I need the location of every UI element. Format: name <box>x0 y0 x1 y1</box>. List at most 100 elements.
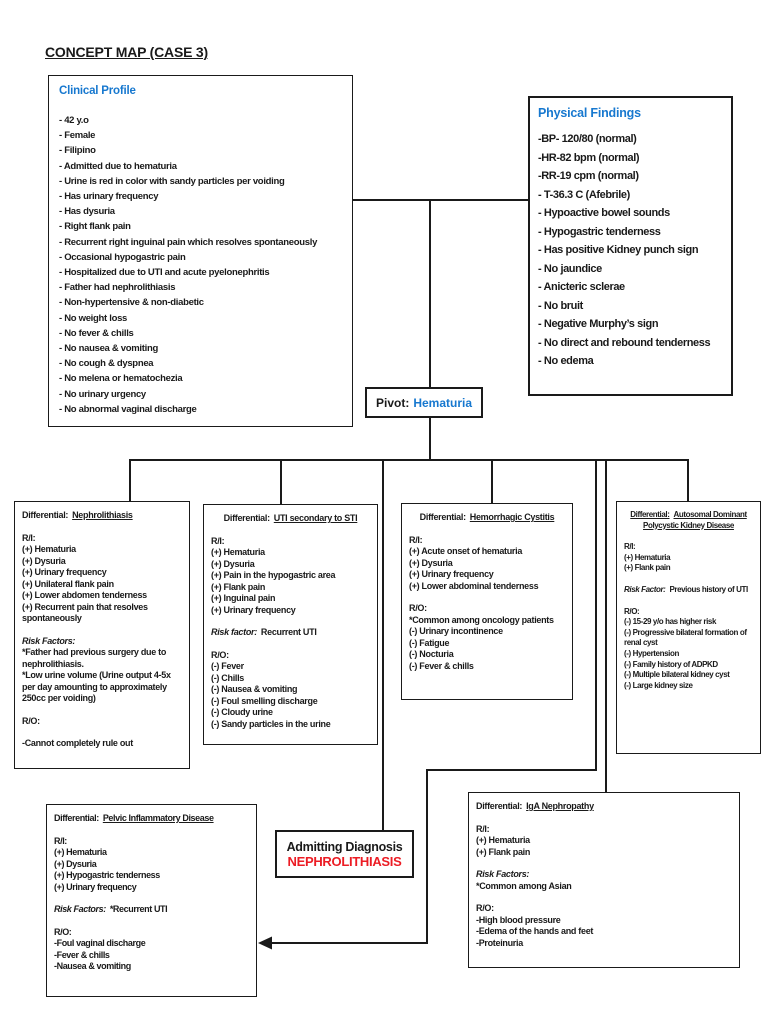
rule-out-label: R/O: <box>476 903 494 913</box>
rule-in-list: (+) Hematuria(+) Dysuria(+) Urinary freq… <box>22 544 182 625</box>
differential-label: Differential: <box>223 513 270 523</box>
list-item: - Female <box>59 130 96 142</box>
list-item: - 42 y.o <box>59 115 89 126</box>
differential-name: UTI secondary to STI <box>273 513 358 523</box>
arrow-to-pid-icon <box>258 936 272 950</box>
pivot-box: Pivot: Hematuria <box>365 387 483 418</box>
list-item: -Edema of the hands and feet <box>476 926 594 936</box>
list-item: (+) Urinary frequency <box>409 569 494 579</box>
list-item: (-) Cloudy urine <box>211 707 273 717</box>
list-item: (+) Flank pain <box>476 846 531 857</box>
rule-in-label: R/I: <box>409 534 423 545</box>
rule-out-label: R/O: <box>211 649 229 660</box>
list-item: (+) Recurrent pain that resolves spontan… <box>22 601 150 624</box>
list-item: (+) Hematuria <box>211 547 265 557</box>
differential-label: Differential: <box>22 510 69 520</box>
list-item: - Has positive Kidney punch sign <box>538 244 699 256</box>
differential-label: Differential: <box>54 813 99 823</box>
risk-factors-label: Risk Factors: <box>476 869 530 879</box>
rule-out-label: R/O: <box>409 603 427 613</box>
list-item: (-) Large kidney size <box>624 680 693 690</box>
list-item: - No fever & chills <box>59 327 134 339</box>
differential-box-nephrolithiasis: Differential:Nephrolithiasis R/I: (+) He… <box>14 501 190 769</box>
list-item: (+) Unilateral flank pain <box>22 578 114 589</box>
list-item: (+) Flank pain <box>624 563 671 573</box>
list-item: - No weight loss <box>59 312 128 324</box>
clinical-profile-title: Clinical Profile <box>59 85 136 97</box>
differential-title: Differential:Autosomal Dominant Polycyst… <box>624 510 753 531</box>
list-item: - T-36.3 C (Afebrile) <box>538 188 630 201</box>
rule-in-label: R/I: <box>476 823 490 834</box>
list-item: (-) Progressive bilateral formation of r… <box>624 627 749 648</box>
physical-findings-title: Physical Findings <box>538 106 641 120</box>
differential-title: Differential:UTI secondary to STI <box>211 513 370 525</box>
risk-factor-line: Risk factor:Recurrent UTI <box>211 627 370 639</box>
differential-title: Differential:Pelvic Inflammatory Disease <box>54 813 249 825</box>
list-item: - Anicteric sclerae <box>538 281 625 293</box>
list-item: (-) Sandy particles in the urine <box>211 718 331 729</box>
list-item: - Hypogastric tenderness <box>538 225 661 238</box>
list-item: - Negative Murphy’s sign <box>538 318 659 330</box>
list-item: (+) Dysuria <box>409 557 453 568</box>
list-item: *Common among oncology patients <box>409 614 554 625</box>
differential-name: Autosomal Dominant Polycystic Kidney Dis… <box>643 510 747 530</box>
list-item: (+) Hematuria <box>624 552 671 562</box>
rule-in-label: R/I: <box>22 532 36 543</box>
rule-in-list: (+) Acute onset of hematuria(+) Dysuria(… <box>409 546 565 592</box>
differential-box-uti-sti: Differential:UTI secondary to STI R/I: (… <box>203 504 378 745</box>
rule-out-list: (-) Fever(-) Chills(-) Nausea & vomiting… <box>211 661 370 730</box>
list-item: (+) Urinary frequency <box>211 604 296 615</box>
list-item: - No nausea & vomiting <box>59 343 158 355</box>
list-item: -RR-19 cpm (normal) <box>538 170 639 182</box>
list-item: - No urinary urgency <box>59 388 146 400</box>
list-item: - Admitted due to hematuria <box>59 160 177 172</box>
differential-box-iga-nephropathy: Differential:IgA Nephropathy R/I: (+) He… <box>468 792 740 968</box>
rule-in-label: R/I: <box>211 535 225 546</box>
list-item: (-) Foul smelling discharge <box>211 695 318 706</box>
list-item: (-) 15-29 y/o has higher risk <box>624 617 716 627</box>
list-item: - No direct and rebound tenderness <box>538 336 711 349</box>
list-item: - Urine is red in color with sandy parti… <box>59 175 285 187</box>
risk-factor-label: Risk Factors: <box>54 904 106 914</box>
list-item: (+) Urinary frequency <box>22 567 107 577</box>
list-item: (+) Urinary frequency <box>54 881 137 892</box>
list-item: - No bruit <box>538 299 583 312</box>
rule-in-list: (+) Hematuria(+) Flank pain <box>624 553 753 574</box>
clinical-profile-list: - 42 y.o- Female- Filipino- Admitted due… <box>59 113 342 417</box>
risk-factor-label: Risk Factor: <box>624 584 666 594</box>
physical-findings-box: Physical Findings -BP- 120/80 (normal) -H… <box>528 96 733 396</box>
list-item: (-) Fever & chills <box>409 660 474 671</box>
list-item: -Proteinuria <box>476 937 523 948</box>
list-item: (+) Dysuria <box>22 555 66 566</box>
list-item: -Nausea & vomiting <box>54 961 131 971</box>
list-item: - Occasional hypogastric pain <box>59 251 186 263</box>
rule-out-list: -Cannot completely rule out <box>22 738 182 750</box>
risk-factor-value: *Recurrent UTI <box>109 904 168 914</box>
differential-label: Differential: <box>476 801 523 811</box>
list-item: - Recurrent right inguinal pain which re… <box>59 236 318 248</box>
list-item: -Cannot completely rule out <box>22 738 133 748</box>
list-item: - No melena or hematochezia <box>59 373 183 385</box>
list-item: (+) Dysuria <box>54 858 97 869</box>
rule-in-list: (+) Hematuria(+) Dysuria(+) Pain in the … <box>211 547 370 616</box>
list-item: - Hospitalized due to UTI and acute pyel… <box>59 267 270 279</box>
list-item: *Low urine volume (Urine output 4-5x per… <box>22 670 173 703</box>
list-item: -Foul vaginal discharge <box>54 938 146 948</box>
list-item: - Father had nephrolithiasis <box>59 282 176 294</box>
list-item: -HR-82 bpm (normal) <box>538 151 640 164</box>
rule-out-list: -Foul vaginal discharge-Fever & chills-N… <box>54 938 249 973</box>
list-item: (-) Nocturia <box>409 649 454 659</box>
list-item: (+) Pain in the hypogastric area <box>211 570 336 580</box>
page-title: CONCEPT MAP (CASE 3) <box>45 44 208 60</box>
list-item: *Father had previous surgery due to neph… <box>22 647 169 669</box>
list-item: -BP- 120/80 (normal) <box>538 133 637 145</box>
list-item: -Fever & chills <box>54 949 110 960</box>
list-item: - No edema <box>538 355 594 367</box>
differential-name: IgA Nephropathy <box>526 801 594 811</box>
differential-label: Differential: <box>630 510 670 519</box>
differential-title: Differential:Hemorrhagic Cystitis <box>409 512 565 524</box>
list-item: - No abnormal vaginal discharge <box>59 403 197 415</box>
risk-factor-value: Previous history of UTI <box>669 584 748 594</box>
